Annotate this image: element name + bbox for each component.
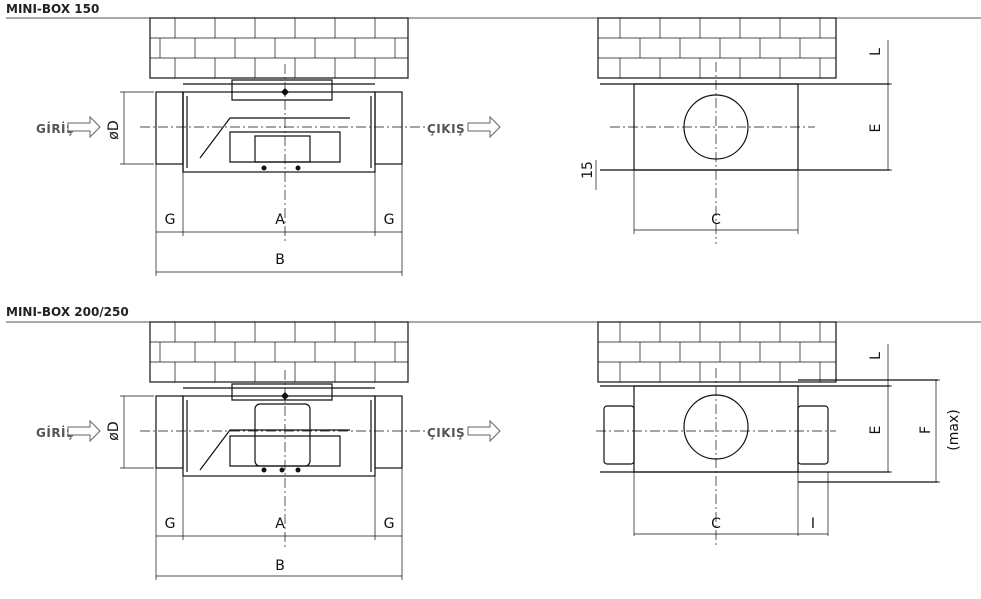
flow-arrow-icon	[467, 115, 501, 139]
section-mini-box-150: MINI-BOX 150	[6, 2, 981, 276]
dim-g-right: G	[384, 516, 395, 532]
dim-a: A	[275, 516, 285, 532]
brick-wall-icon	[149, 321, 409, 383]
front-view-unit	[595, 40, 892, 244]
flow-arrow-icon	[467, 419, 501, 443]
side-view-unit	[140, 64, 430, 244]
side-view-unit	[140, 370, 430, 550]
inlet-label: GİRİŞ	[36, 121, 75, 136]
flow-arrow-icon	[67, 115, 101, 139]
dim-b: B	[275, 252, 285, 268]
section-mini-box-200-250: MINI-BOX 200/250	[6, 305, 981, 580]
outlet-label: ÇIKIŞ	[427, 426, 465, 440]
dim-i: I	[811, 516, 815, 532]
dim-max: (max)	[946, 409, 962, 450]
inlet-label: GİRİŞ	[36, 425, 75, 440]
dim-c: C	[711, 516, 721, 532]
brick-wall-icon	[597, 321, 837, 383]
section-title: MINI-BOX 150	[6, 2, 99, 16]
brick-wall-icon	[149, 17, 409, 79]
dim-e: E	[868, 426, 884, 435]
diameter-label: øD	[106, 120, 122, 139]
dim-b: B	[275, 558, 285, 574]
dim-g-left: G	[165, 516, 176, 532]
diameter-label: øD	[106, 421, 122, 440]
dim-a: A	[275, 212, 285, 228]
flow-arrow-icon	[67, 419, 101, 443]
dim-l: L	[868, 48, 884, 56]
brick-wall-icon	[597, 17, 837, 79]
dim-e: E	[868, 124, 884, 133]
dim-15: 15	[580, 161, 596, 179]
outlet-label: ÇIKIŞ	[427, 122, 465, 136]
section-title: MINI-BOX 200/250	[6, 305, 129, 319]
front-view-unit	[596, 344, 940, 548]
dim-l: L	[868, 352, 884, 360]
dim-g-right: G	[384, 212, 395, 228]
dim-c: C	[711, 212, 721, 228]
dim-g-left: G	[165, 212, 176, 228]
dim-f: F	[918, 426, 934, 434]
